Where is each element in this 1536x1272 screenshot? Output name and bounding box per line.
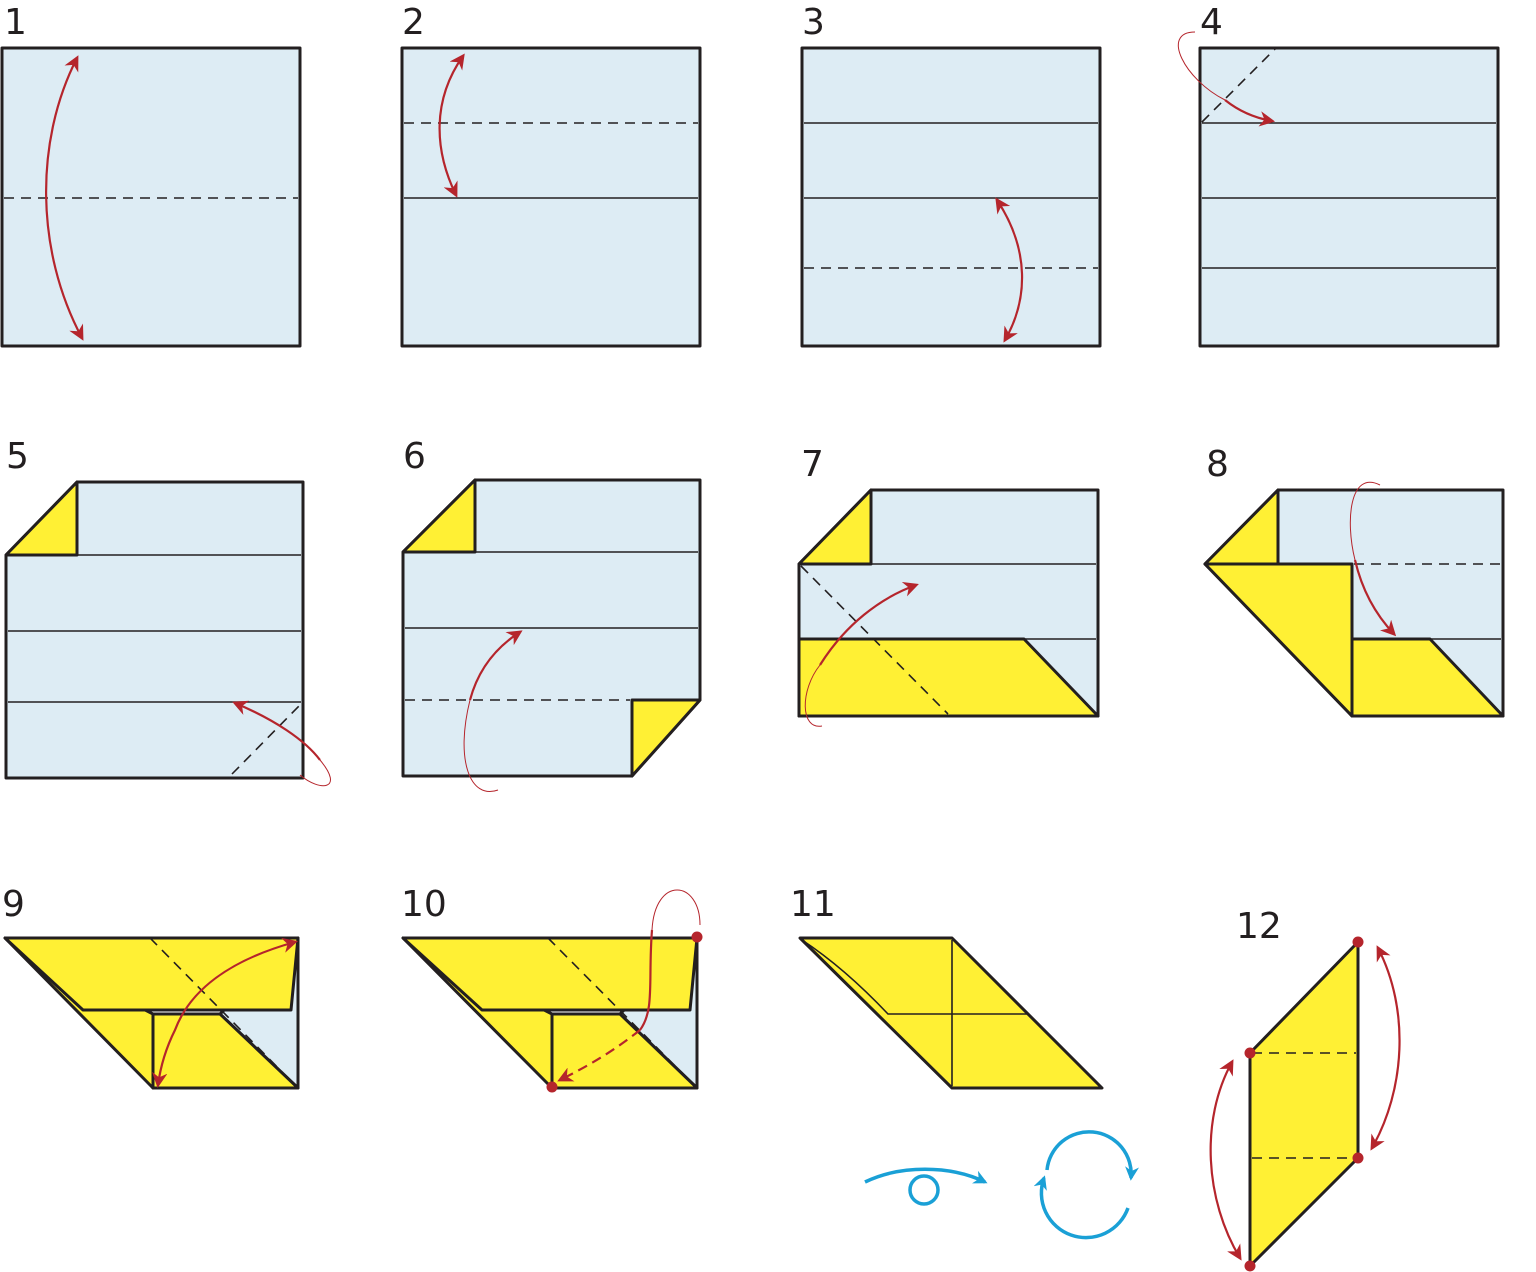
step-number: 1 [4,2,27,43]
turn-over-icon [864,1167,988,1206]
step-number: 11 [790,884,836,925]
step-8: 8 [1203,444,1505,718]
reference-point [1244,1047,1256,1059]
folded-flap [797,637,1100,718]
step-number: 9 [2,884,25,925]
step-5: 5 [4,436,331,787]
crease-line [801,939,1028,1015]
folded-flap [550,1012,699,1090]
fold-arrow-tail [299,759,331,787]
folded-corner [797,488,873,566]
step-3: 3 [800,2,1102,348]
step-10: 10 [401,884,703,1093]
step-11: 11 [790,884,1104,1090]
top-flap [3,936,300,1012]
fold-arrow-tail [463,699,499,792]
folded-flap [1350,637,1505,718]
top-flap [401,936,699,1012]
step-7: 7 [797,444,1100,727]
step-9: 9 [2,884,300,1090]
fold-arrow-tail [804,664,823,727]
fold-arrow [151,937,298,1089]
fold-arrow-tail [1177,31,1226,101]
fold-arrow [819,581,919,666]
step-number: 10 [401,884,447,925]
fold-arrow-tail [1349,482,1381,561]
paper-square [400,46,702,348]
valley-fold-line [800,565,949,715]
paper-square [800,46,1102,348]
fold-arrow-tail [651,889,701,931]
fold-arrow [1209,1059,1242,1261]
crease-line [951,937,1029,1015]
folded-model [1248,940,1360,1268]
folded-model [798,936,1104,1090]
step-1: 1 [0,2,302,348]
paper-square [0,46,302,348]
reference-point [691,931,703,943]
step-number: 12 [1236,906,1282,947]
fold-arrow [1224,99,1276,127]
folded-corner [1203,488,1280,566]
valley-fold-line [547,937,696,1087]
folded-corner [4,480,79,557]
step-number: 2 [402,2,425,43]
rotate-arrow-lower [1033,1175,1130,1240]
rotate-icon [1033,1130,1140,1240]
step-number: 5 [6,436,29,477]
paper-square [1198,46,1500,348]
folded-corner [630,698,702,778]
turn-over-arrow [864,1167,988,1184]
folded-corner [401,478,477,554]
step-6: 6 [401,436,702,792]
fold-arrow [232,700,321,761]
step-number: 6 [403,436,426,477]
step-number: 4 [1200,2,1223,43]
fold-arrow [1370,945,1401,1151]
valley-fold-line [1201,47,1277,123]
fold-arrow [468,630,523,701]
fold-arrow [639,929,654,1031]
folded-flap [1203,562,1354,718]
fold-arrow [557,1029,641,1082]
fold-arrow [995,197,1024,343]
fold-arrow [438,53,465,198]
fold-arrow [45,55,84,341]
step-12: 12 [1209,906,1401,1272]
reference-point [1352,1152,1364,1164]
step-number: 7 [801,444,824,485]
step-2: 2 [400,2,702,348]
step-4: 4 [1177,2,1500,348]
step-number: 8 [1206,444,1229,485]
fold-arrow [1353,559,1397,637]
step-number: 3 [802,2,825,43]
reference-point [1244,1260,1256,1272]
turn-over-loop [908,1174,940,1206]
rotate-arrow-upper [1045,1130,1140,1181]
reference-point [546,1081,558,1093]
reference-point [1352,936,1364,948]
